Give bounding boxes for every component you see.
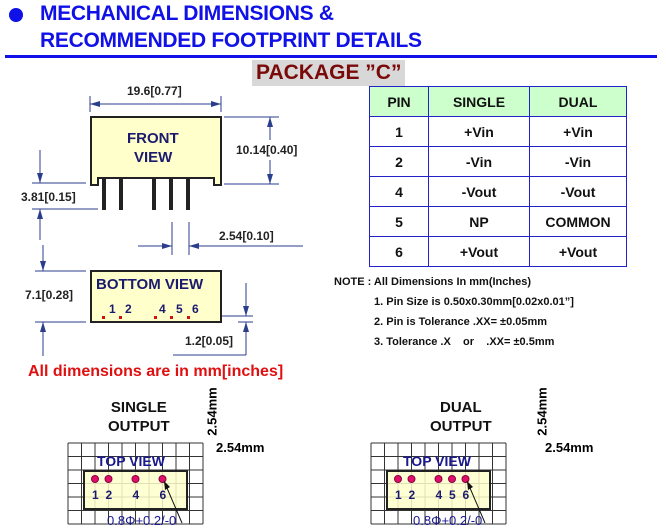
cell: -Vout — [428, 176, 530, 207]
table-row: 6+Vout+Vout — [369, 236, 627, 267]
pin-number-6: 6 — [160, 488, 167, 502]
bottom-view-body — [90, 270, 222, 323]
title-1: SINGLE — [110, 399, 167, 416]
dim-height: 10.14[0.40] — [236, 143, 298, 157]
cell: 6 — [369, 236, 429, 267]
pin-number-4: 4 — [436, 488, 443, 502]
cell: 5 — [369, 206, 429, 237]
pin-number-1: 1 — [395, 488, 402, 502]
bottom-pin-2: 2 — [125, 302, 132, 316]
cell: 2 — [369, 146, 429, 177]
cell: -Vin — [529, 146, 627, 177]
note-title: NOTE : All Dimensions In mm(Inches) — [334, 276, 532, 288]
single-grid-h: 2.54mm — [216, 440, 265, 455]
front-view-label-2: VIEW — [134, 149, 173, 166]
front-view-pins — [102, 179, 190, 210]
note-3: 3. Tolerance .X or .XX= ±0.5mm — [374, 336, 555, 348]
pin-hole-4 — [434, 475, 443, 483]
dim-width: 19.6[0.77] — [127, 84, 182, 98]
single-output-title: SINGLE OUTPUT — [108, 398, 170, 436]
package-title: PACKAGE ”C” — [252, 60, 406, 86]
dim-pin-length: 3.81[0.15] — [21, 190, 76, 204]
table-row: 1+Vin+Vin — [369, 116, 627, 147]
single-top-view: TOP VIEW — [97, 453, 165, 469]
col-single: SINGLE — [428, 86, 530, 117]
cell: -Vin — [428, 146, 530, 177]
note-1: 1. Pin Size is 0.50x0.30mm[0.02x0.01”] — [374, 296, 574, 308]
pin-number-2: 2 — [409, 488, 416, 502]
pin-number-5: 5 — [449, 488, 456, 502]
cell: +Vin — [428, 116, 530, 147]
pin-number-6: 6 — [463, 488, 470, 502]
dim-pitch: 2.54[0.10] — [219, 229, 274, 243]
pin-hole-2 — [407, 475, 416, 483]
cell: 4 — [369, 176, 429, 207]
cell: -Vout — [529, 176, 627, 207]
title-line-1: MECHANICAL DIMENSIONS & — [40, 2, 334, 25]
single-grid-v: 2.54mm — [204, 387, 220, 436]
front-view-body — [90, 116, 222, 186]
col-pin: PIN — [369, 86, 429, 117]
cell: COMMON — [529, 206, 627, 237]
pin-hole-5 — [448, 475, 456, 483]
pin-hole-1 — [91, 475, 99, 483]
pin-hole-4 — [131, 475, 140, 483]
col-dual: DUAL — [529, 86, 627, 117]
cell: +Vin — [529, 116, 627, 147]
dual-grid-h: 2.54mm — [545, 440, 594, 455]
pin-number-2: 2 — [106, 488, 113, 502]
bottom-pin-5: 5 — [176, 302, 183, 316]
table-row: 2-Vin-Vin — [369, 146, 627, 177]
dim-pin-offset: 1.2[0.05] — [185, 334, 234, 348]
arrow-head-icon — [467, 481, 473, 490]
front-view-label: FRONT — [127, 130, 179, 147]
dual-top-view: TOP VIEW — [403, 453, 471, 469]
pin-hole-2 — [104, 475, 113, 483]
pin-hole-1 — [394, 475, 402, 483]
cell: +Vout — [529, 236, 627, 267]
bottom-pin-1: 1 — [109, 302, 116, 316]
bottom-pin-6: 6 — [192, 302, 199, 316]
title-line-2: RECOMMENDED FOOTPRINT DETAILS — [40, 29, 422, 52]
cell: +Vout — [428, 236, 530, 267]
units-note: All dimensions are in mm[inches] — [28, 363, 284, 380]
title-1: DUAL — [440, 399, 482, 416]
title-2: OUTPUT — [430, 418, 492, 435]
table-row: 4-Vout-Vout — [369, 176, 627, 207]
arrow-head-icon — [164, 481, 170, 490]
note-2: 2. Pin is Tolerance .XX= ±0.05mm — [374, 316, 548, 328]
dual-hole-spec: 0.8Φ+0.2/-0 — [413, 513, 483, 528]
bottom-pin-4: 4 — [159, 302, 166, 316]
bullet-icon — [9, 8, 23, 22]
title-rule — [5, 55, 657, 58]
single-hole-spec: 0.8Φ+0.2/-0 — [107, 513, 177, 528]
title-2: OUTPUT — [108, 418, 170, 435]
dual-grid-v: 2.54mm — [534, 387, 550, 436]
cell: NP — [428, 206, 530, 237]
pin-hole-6 — [461, 475, 470, 483]
dim-depth: 7.1[0.28] — [25, 288, 74, 302]
pin-number-4: 4 — [133, 488, 140, 502]
cell: 1 — [369, 116, 429, 147]
pin-hole-6 — [158, 475, 167, 483]
pin-number-1: 1 — [92, 488, 99, 502]
bottom-view-label: BOTTOM VIEW — [96, 276, 204, 293]
dual-output-title: DUAL OUTPUT — [430, 398, 492, 436]
